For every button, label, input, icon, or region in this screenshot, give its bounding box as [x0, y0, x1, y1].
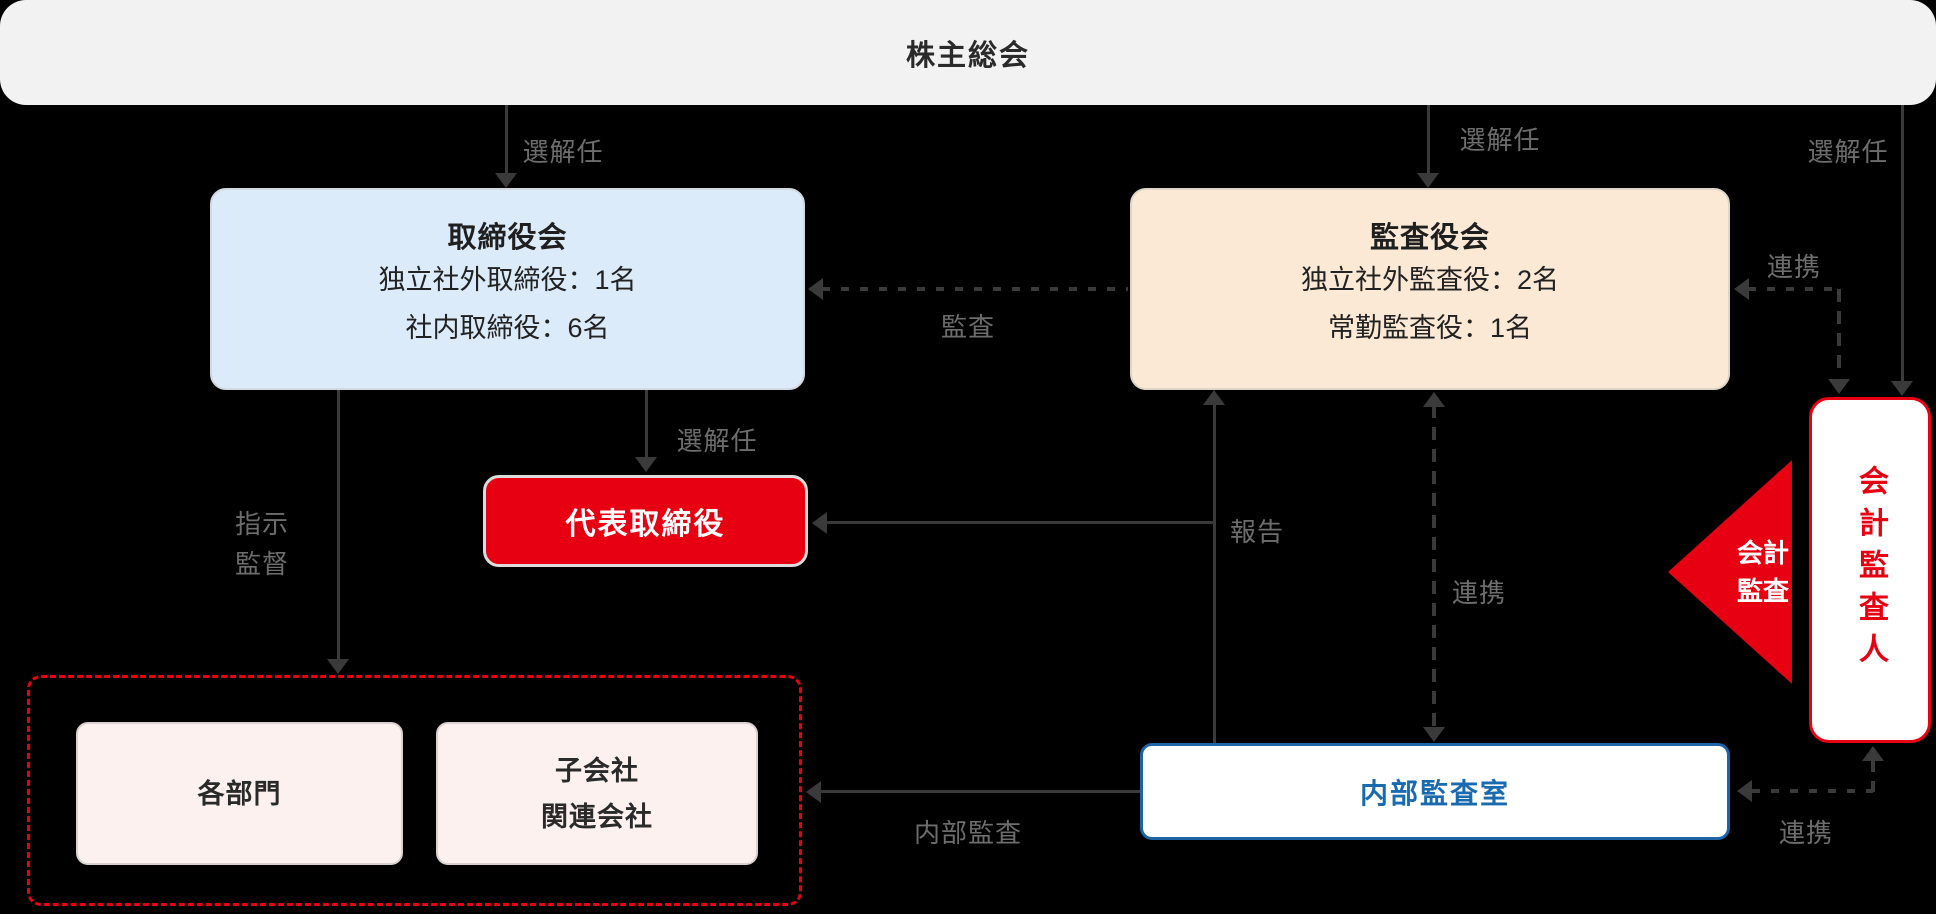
departments-box: 各部門 — [76, 722, 403, 865]
arrowhead-down-icon — [635, 457, 657, 472]
edge-naibu-kansa-line — [820, 790, 1140, 793]
accounting-audit-label-line1: 会計 — [1736, 538, 1789, 568]
edge-renkei-top-vertical — [1837, 289, 1841, 375]
board-of-auditors-line1: 独立社外監査役：2名 — [1300, 265, 1560, 295]
label-kansa: 監査 — [940, 312, 996, 342]
edge-renkei-top-horizontal — [1748, 287, 1840, 291]
arrowhead-down-icon — [495, 173, 517, 188]
internal-audit-office-title: 内部監査室 — [1359, 777, 1510, 809]
edge-shiji-kantoku-line — [337, 390, 340, 660]
arrowhead-left-icon — [806, 781, 821, 803]
accounting-auditor-box: 会計監査人 — [1809, 397, 1931, 743]
arrowhead-down-icon — [1891, 381, 1913, 396]
edge-senkainin-left-line — [505, 105, 508, 175]
arrowhead-down-icon — [327, 659, 349, 674]
label-senkainin-daihyo: 選解任 — [676, 426, 758, 456]
label-hokoku: 報告 — [1229, 517, 1285, 547]
board-of-auditors-line2: 常勤監査役：1名 — [1327, 313, 1533, 343]
board-of-directors-line2: 社内取締役：6名 — [405, 313, 610, 343]
arrowhead-left-icon — [1737, 780, 1752, 802]
internal-audit-office-box: 内部監査室 — [1140, 743, 1730, 840]
arrowhead-up-icon — [1203, 390, 1225, 405]
subsidiaries-line2: 関連会社 — [541, 801, 653, 832]
accounting-auditor-title: 会計監査人 — [1854, 465, 1887, 675]
arrowhead-down-icon — [1423, 727, 1445, 742]
departments-title: 各部門 — [197, 778, 282, 809]
label-renkei-mid: 連携 — [1451, 578, 1507, 608]
label-senkainin-left: 選解任 — [522, 137, 604, 167]
edge-renkei-mid-vertical — [1432, 405, 1436, 728]
arrowhead-left-icon — [812, 512, 827, 534]
departments-group-outline — [27, 675, 802, 906]
subsidiaries-line1: 子会社 — [555, 755, 639, 786]
edge-hokoku-horizontal — [827, 521, 1215, 524]
edge-senkainin-right-line — [1427, 105, 1430, 175]
label-shiji: 指示 — [234, 509, 290, 539]
arrowhead-down-icon — [1417, 173, 1439, 188]
edge-renkei-bottom-vertical — [1871, 759, 1875, 792]
label-kantoku: 監督 — [234, 549, 290, 579]
label-senkainin-far-right: 選解任 — [1807, 137, 1889, 167]
representative-director-box: 代表取締役 — [483, 475, 808, 567]
edge-senkainin-far-right-line — [1901, 105, 1904, 382]
accounting-audit-label-line2: 監査 — [1736, 576, 1789, 606]
edge-renkei-bottom-horizontal — [1752, 789, 1873, 793]
board-of-auditors-title: 監査役会 — [1369, 222, 1490, 254]
arrowhead-left-icon — [808, 278, 823, 300]
label-renkei-top: 連携 — [1766, 252, 1822, 282]
shareholders-meeting-bar: 株主総会 — [0, 0, 1936, 105]
edge-senkainin-daihyo-line — [645, 390, 648, 458]
arrowhead-up-icon — [1862, 746, 1884, 761]
arrowhead-left-icon — [1734, 278, 1749, 300]
board-of-directors-line1: 独立社外取締役：1名 — [378, 265, 637, 295]
edge-kansa-dotted-line — [822, 287, 1128, 291]
arrowhead-up-icon — [1423, 392, 1445, 407]
arrowhead-down-icon — [1828, 379, 1850, 394]
subsidiaries-box: 子会社 関連会社 — [436, 722, 758, 865]
board-of-directors-title: 取締役会 — [447, 222, 568, 254]
label-renkei-bottom: 連携 — [1778, 818, 1834, 848]
board-of-auditors-box: 監査役会 独立社外監査役：2名 常勤監査役：1名 — [1130, 188, 1730, 390]
shareholders-meeting-title: 株主総会 — [905, 39, 1030, 72]
board-of-directors-box: 取締役会 独立社外取締役：1名 社内取締役：6名 — [210, 188, 805, 390]
edge-hokoku-vertical — [1213, 403, 1216, 743]
label-senkainin-right: 選解任 — [1459, 125, 1541, 155]
label-naibu-kansa: 内部監査 — [913, 818, 1023, 848]
accounting-audit-arrow: 会計 監査 — [1668, 460, 1792, 684]
representative-director-title: 代表取締役 — [565, 508, 726, 541]
